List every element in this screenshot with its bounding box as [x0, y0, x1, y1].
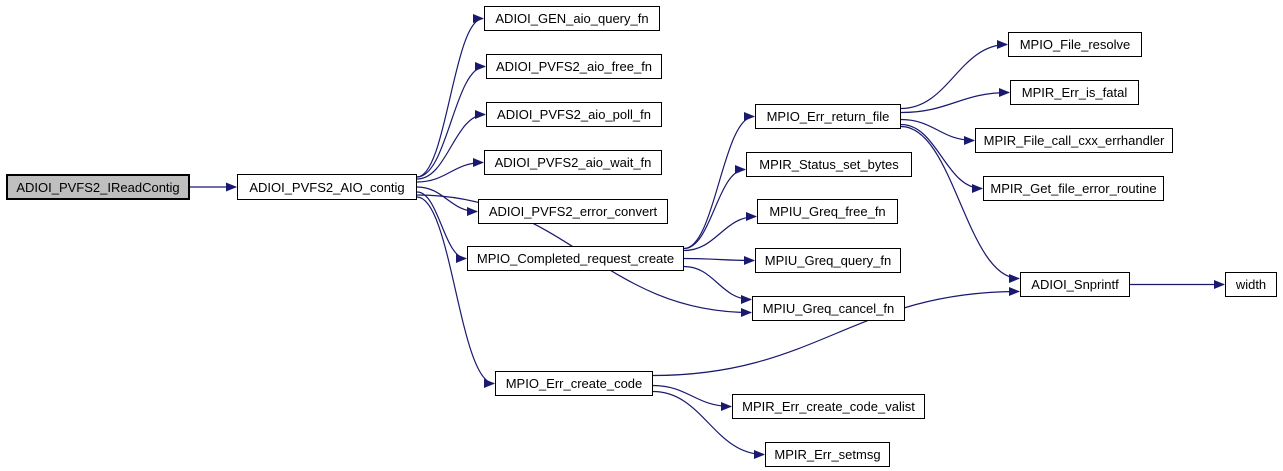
- node-adioi-pvfs2-aio-free-fn[interactable]: ADIOI_PVFS2_aio_free_fn: [486, 54, 662, 79]
- node-mpiu-greq-query-fn[interactable]: MPIU_Greq_query_fn: [755, 248, 901, 273]
- node-adioi-snprintf[interactable]: ADIOI_Snprintf: [1020, 272, 1130, 297]
- edge-aio_contig-to-error_convert: [416, 186, 478, 216]
- edge-err_return-to-file_resolve: [900, 40, 1008, 110]
- node-adioi-pvfs2-ireadcontig: ADIOI_PVFS2_IReadContig: [6, 174, 190, 200]
- node-mpir-err-create-code-valist[interactable]: MPIR_Err_create_code_valist: [732, 394, 925, 419]
- node-mpio-file-resolve[interactable]: MPIO_File_resolve: [1008, 32, 1142, 57]
- edge-completed-to-err_return: [683, 112, 755, 250]
- node-adioi-pvfs2-aio-poll-fn[interactable]: ADIOI_PVFS2_aio_poll_fn: [486, 102, 662, 127]
- edge-err_return-to-get_file_err: [900, 123, 983, 193]
- node-adioi-pvfs2-error-convert[interactable]: ADIOI_PVFS2_error_convert: [478, 199, 668, 224]
- edge-aio_contig-to-aio_wait: [416, 158, 484, 183]
- node-adioi-pvfs2-aio-wait-fn[interactable]: ADIOI_PVFS2_aio_wait_fn: [484, 150, 662, 175]
- node-mpio-completed-request-create[interactable]: MPIO_Completed_request_create: [467, 246, 684, 271]
- edge-aio_contig-to-gen_aio_query: [416, 14, 484, 178]
- edge-aio_contig-to-err_create: [416, 196, 495, 388]
- edge-completed-to-greq_cancel: [683, 265, 752, 304]
- node-mpir-file-call-cxx-errhandler[interactable]: MPIR_File_call_cxx_errhandler: [975, 128, 1173, 153]
- node-adioi-gen-aio-query-fn[interactable]: ADIOI_GEN_aio_query_fn: [484, 6, 660, 31]
- node-mpio-err-return-file[interactable]: MPIO_Err_return_file: [755, 104, 901, 129]
- node-mpir-err-setmsg[interactable]: MPIR_Err_setmsg: [765, 442, 890, 467]
- edge-err_return-to-cxx_errhandler: [900, 118, 975, 145]
- edge-aio_contig-to-completed: [416, 191, 467, 263]
- edge-aio_contig-to-aio_poll: [416, 110, 486, 180]
- node-width[interactable]: width: [1225, 272, 1277, 297]
- node-mpiu-greq-cancel-fn[interactable]: MPIU_Greq_cancel_fn: [752, 296, 905, 321]
- edge-err_create-to-valist: [652, 384, 732, 411]
- node-mpiu-greq-free-fn[interactable]: MPIU_Greq_free_fn: [757, 199, 898, 224]
- edge-completed-to-greq_query: [683, 255, 755, 265]
- edge-completed-to-greq_free: [683, 212, 757, 252]
- node-mpir-get-file-error-routine[interactable]: MPIR_Get_file_error_routine: [983, 176, 1164, 201]
- node-mpio-err-create-code[interactable]: MPIO_Err_create_code: [495, 371, 653, 396]
- edge-err_return-to-is_fatal: [900, 88, 1010, 114]
- edge-aio_contig-to-aio_free: [416, 62, 486, 178]
- edge-completed-to-status_bytes: [683, 165, 746, 250]
- node-mpir-status-set-bytes[interactable]: MPIR_Status_set_bytes: [746, 152, 912, 177]
- node-adioi-pvfs2-aio-contig[interactable]: ADIOI_PVFS2_AIO_contig: [237, 174, 417, 200]
- node-mpir-err-is-fatal[interactable]: MPIR_Err_is_fatal: [1010, 80, 1139, 105]
